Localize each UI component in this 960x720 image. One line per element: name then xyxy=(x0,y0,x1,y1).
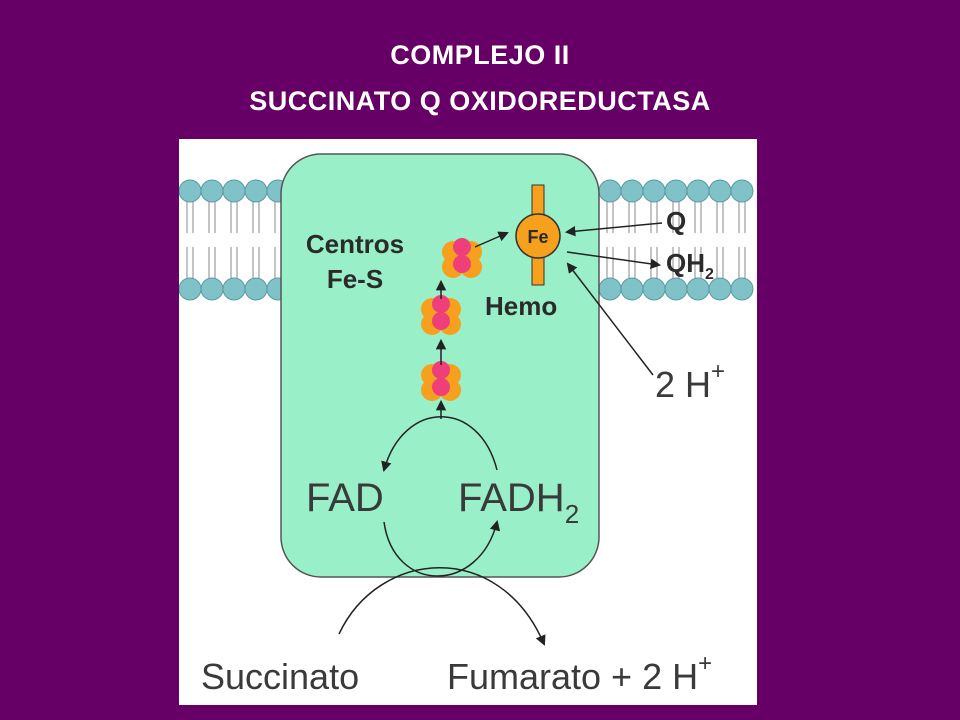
fadh2-label-main: FADH xyxy=(458,476,565,520)
slide-title-line1: COMPLEJO II xyxy=(390,40,570,70)
fumarate-label-main: Fumarato + 2 H xyxy=(447,656,698,697)
fadh2-label: FADH2 xyxy=(458,476,579,529)
membrane-lipid-tails xyxy=(186,202,746,278)
succinate-label: Succinato xyxy=(201,656,359,697)
arrow-fadh2-to-fad xyxy=(381,416,498,473)
proton-label-main: 2 H xyxy=(655,364,711,405)
lipid-head xyxy=(664,277,688,301)
membrane-lipid-heads xyxy=(179,179,754,301)
fadh2-label-subscript: 2 xyxy=(565,499,579,529)
lipid-head xyxy=(179,179,202,203)
lipid-head xyxy=(222,277,246,301)
lipid-head xyxy=(642,277,666,301)
lipid-head xyxy=(244,277,268,301)
arrow-q-to-heme xyxy=(564,222,663,237)
heme-label: Hemo xyxy=(485,291,557,321)
fe-s-cluster-bottom xyxy=(421,361,461,401)
quinol-label-main: QH xyxy=(666,248,705,278)
heme-icon xyxy=(515,213,561,259)
lipid-head xyxy=(686,179,710,203)
lipid-head xyxy=(598,179,622,203)
quinol-label-subscript: 2 xyxy=(705,266,714,283)
arrow-cluster-to-heme xyxy=(474,231,509,248)
fad-label: FAD xyxy=(306,476,384,520)
fe-s-cluster-middle xyxy=(421,295,461,335)
fumarate-label-superscript: + xyxy=(698,650,712,677)
fe-s-cluster-top xyxy=(442,238,482,278)
fe-s-centers-label-line1: Centros xyxy=(306,229,404,259)
proton-label-superscript: + xyxy=(711,358,725,385)
lipid-head xyxy=(244,179,268,203)
lipid-head xyxy=(708,179,732,203)
heme-iron-label: Fe xyxy=(527,227,548,247)
arrow-succinate-to-fumarate xyxy=(338,567,546,646)
lipid-head xyxy=(730,277,754,301)
heme-group: Fe xyxy=(515,184,561,286)
lipid-head xyxy=(664,179,688,203)
lipid-head xyxy=(642,179,666,203)
arrow-fad-to-fadh2 xyxy=(383,519,501,577)
slide-title-line2: SUCCINATO Q OXIDOREDUCTASA xyxy=(249,86,711,116)
complex-ii-diagram: Fe Q QH2 2 H+ Centros Fe-S Hemo FAD FADH… xyxy=(179,139,757,705)
quinol-label: QH2 xyxy=(666,248,714,283)
fumarate-label: Fumarato + 2 H+ xyxy=(447,650,712,697)
lipid-head xyxy=(730,179,754,203)
fe-s-centers-label-line2: Fe-S xyxy=(327,264,383,294)
proton-label: 2 H+ xyxy=(655,358,725,405)
lipid-head xyxy=(598,277,622,301)
lipid-head xyxy=(179,277,202,301)
lipid-head xyxy=(200,179,224,203)
lipid-head xyxy=(620,179,644,203)
lipid-head xyxy=(200,277,224,301)
lipid-head xyxy=(222,179,246,203)
arrow-heme-to-qh2 xyxy=(566,251,662,270)
lipid-head xyxy=(620,277,644,301)
quinone-label: Q xyxy=(666,206,686,236)
arrow-protons-to-heme xyxy=(566,262,654,376)
